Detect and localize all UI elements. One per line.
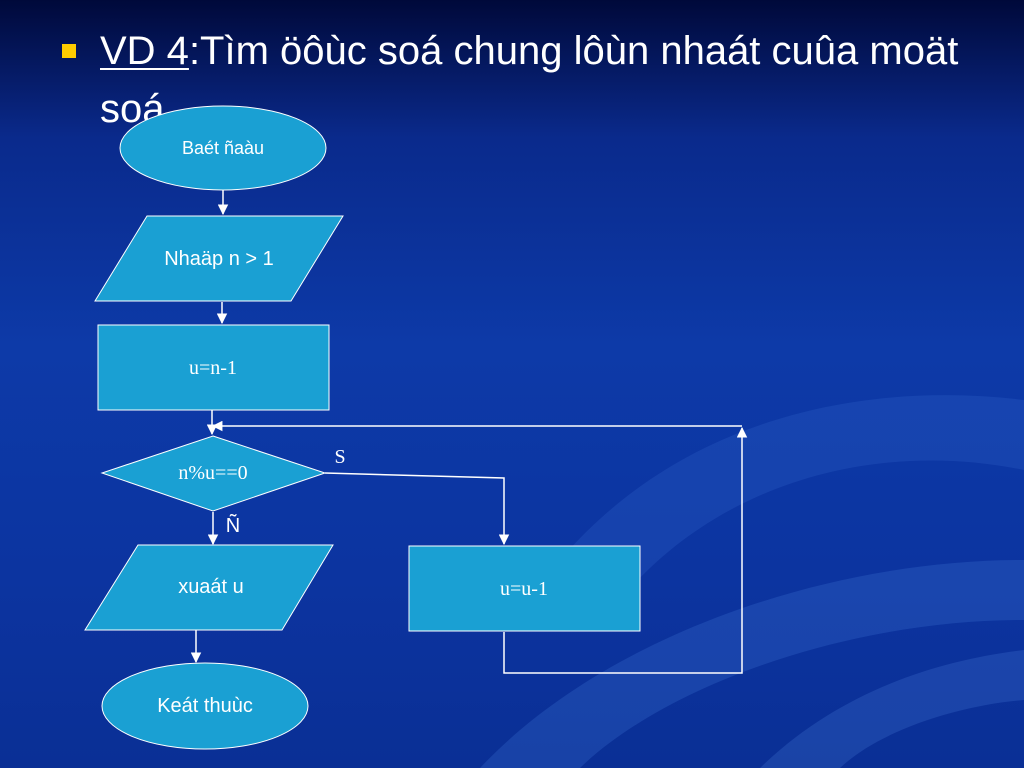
decrement-label: u=u-1 xyxy=(500,578,548,600)
condition-diamond xyxy=(100,435,327,512)
output-parallelogram xyxy=(84,544,334,631)
edge-condition-yes xyxy=(324,472,510,546)
start-ellipse xyxy=(119,105,327,191)
title-prefix: VD 4 xyxy=(100,29,189,73)
decrement-node: u=u-1 xyxy=(408,545,641,632)
init-rect xyxy=(97,324,330,411)
end-node: Keát thuùc xyxy=(101,662,309,750)
condition-node: n%u==0 xyxy=(100,435,327,512)
end-ellipse xyxy=(101,662,309,750)
input-label: Nhaäp n > 1 xyxy=(164,248,274,270)
end-label: Keát thuùc xyxy=(157,695,253,717)
output-node: xuaát u xyxy=(84,544,334,631)
init-node: u=n-1 xyxy=(97,324,330,411)
start-label: Baét ñaàu xyxy=(182,138,264,158)
init-label: u=n-1 xyxy=(189,357,237,379)
slide-title: VD 4:Tìm öôùc soá chung lôùn nhaát cuûa … xyxy=(62,22,994,138)
title-text: VD 4:Tìm öôùc soá chung lôùn nhaát cuûa … xyxy=(100,22,994,138)
edge-decrement-loop xyxy=(503,426,748,674)
no-label: Ñ xyxy=(226,513,240,537)
decrement-rect xyxy=(408,545,641,632)
input-parallelogram xyxy=(94,215,344,302)
title-rest: :Tìm öôùc soá chung lôùn nhaát cuûa moät… xyxy=(100,29,959,131)
condition-label: n%u==0 xyxy=(178,462,247,484)
bullet-icon xyxy=(62,44,76,58)
start-node: Baét ñaàu xyxy=(119,105,327,191)
output-label: xuaát u xyxy=(178,576,244,598)
input-node: Nhaäp n > 1 xyxy=(94,215,344,302)
yes-label: S xyxy=(334,446,345,468)
